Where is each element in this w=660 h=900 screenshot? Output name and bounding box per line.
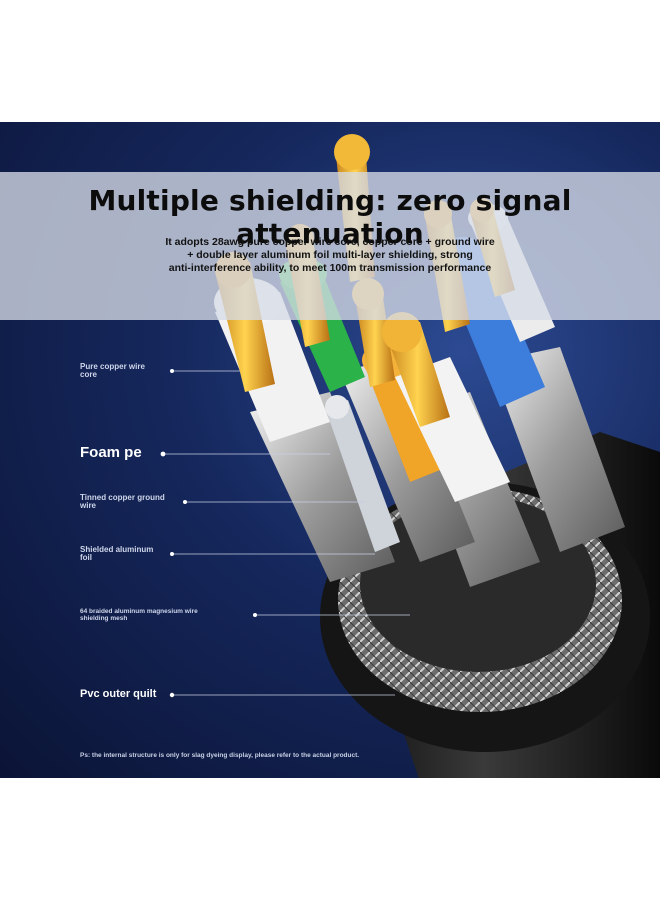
headline: Multiple shielding: zero signal attenuat… [88, 184, 572, 250]
product-poster: Multiple shielding: zero signal attenuat… [0, 122, 660, 778]
footnote: Ps: the internal structure is only for s… [80, 752, 360, 759]
description-line-1: It adopts 28awg pure copper wire core, c… [165, 236, 495, 248]
callout-leader-lines [163, 370, 410, 696]
callout-braided-mesh: 64 braided aluminum magnesium wire shiel… [80, 608, 198, 622]
callout-dots [160, 369, 257, 698]
ground-wire-shape [325, 395, 400, 552]
description-line-2: + double layer aluminum foil multi-layer… [187, 249, 473, 261]
description-text: It adopts 28awg pure copper wire core, c… [120, 236, 540, 275]
title-band [0, 172, 660, 320]
callout-pvc-outer: Pvc outer quilt [80, 688, 157, 700]
callout-foam-pe: Foam pe [80, 444, 142, 461]
callout-copper-core: Pure copper wire core [80, 362, 145, 379]
callout-ground-wire: Tinned copper ground wire [80, 493, 165, 510]
description-line-3: anti-interference ability, to meet 100m … [168, 262, 492, 274]
callout-aluminum-foil: Shielded aluminum foil [80, 545, 154, 562]
